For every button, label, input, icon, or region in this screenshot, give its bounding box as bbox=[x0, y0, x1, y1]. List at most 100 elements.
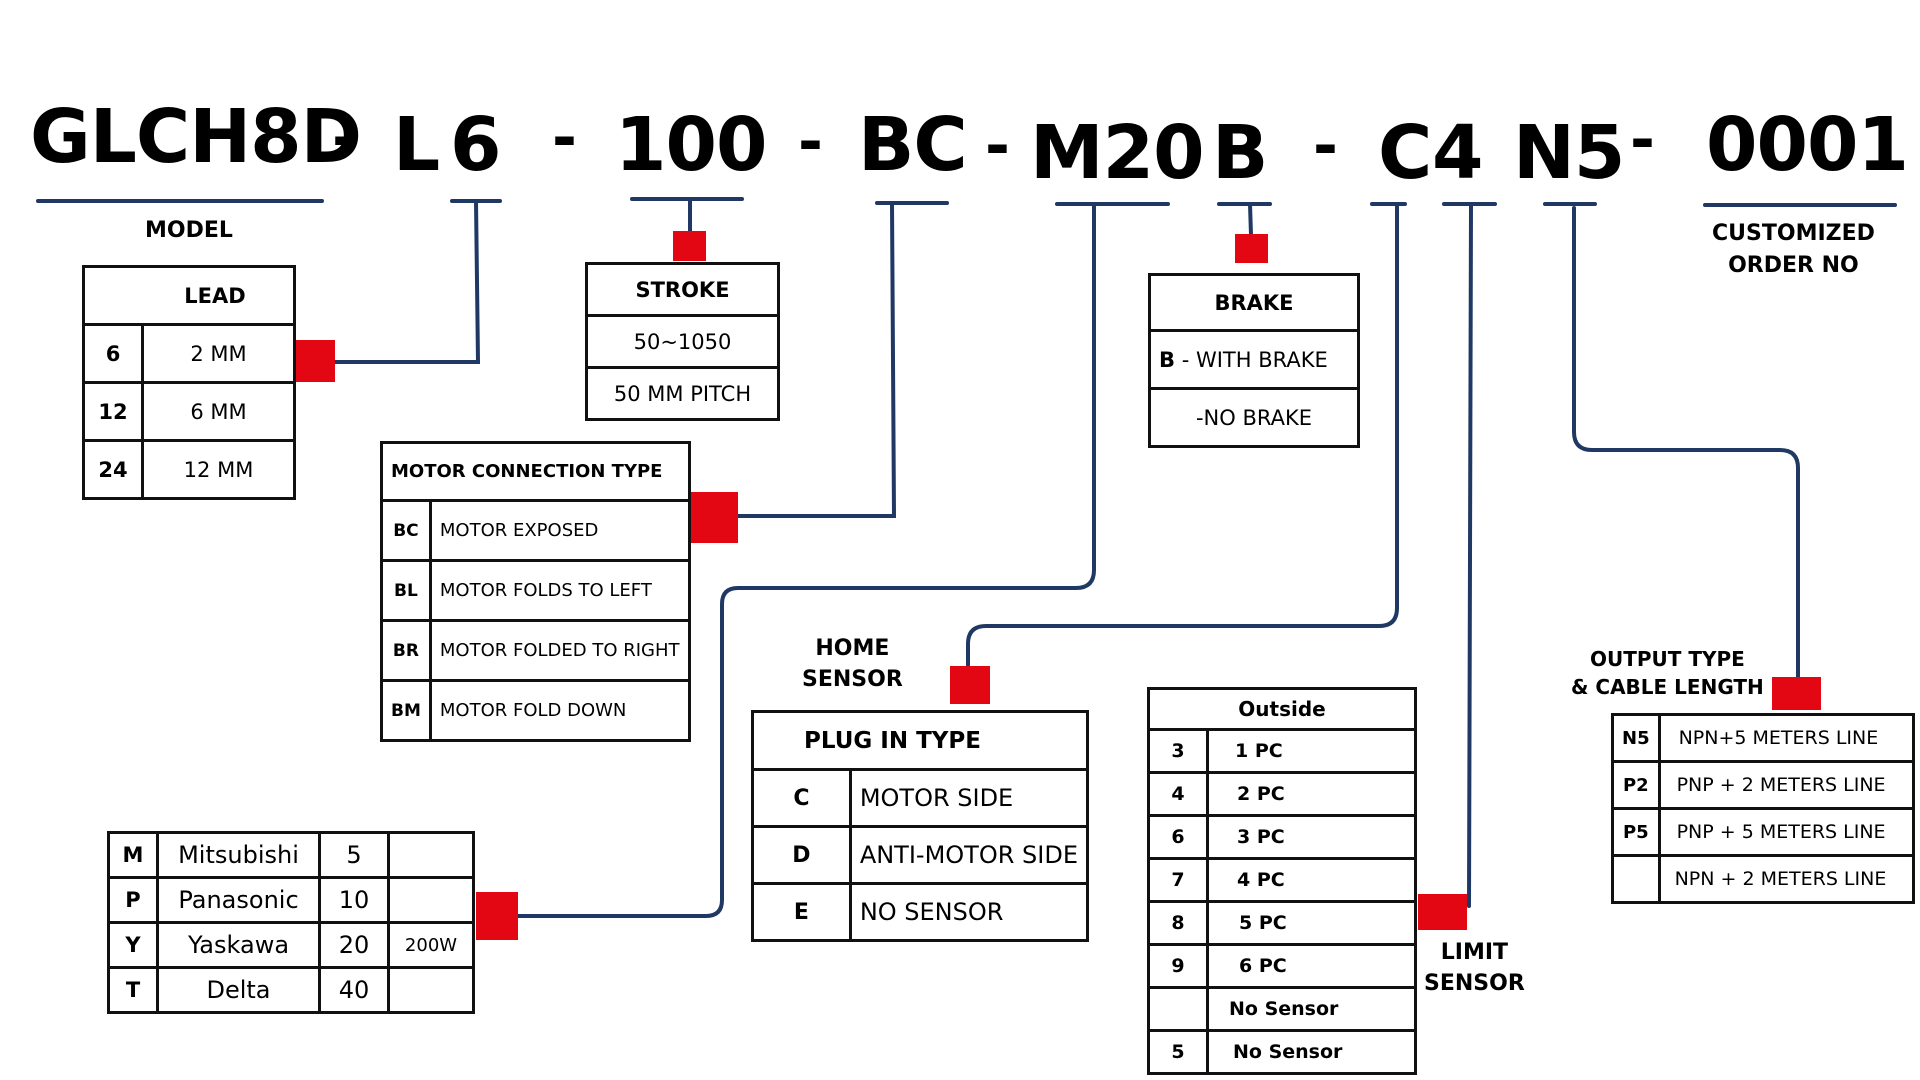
table-row: -NO BRAKE bbox=[1148, 387, 1360, 448]
limit-sensor-label-line2: SENSOR bbox=[1424, 970, 1525, 996]
code-brake: B bbox=[1212, 110, 1268, 196]
stroke-table-title: STROKE bbox=[585, 262, 780, 317]
connector-motor-connection bbox=[689, 492, 738, 543]
plug-in-value: NO SENSOR bbox=[848, 882, 1090, 942]
code-motor-connection: BC bbox=[858, 102, 968, 188]
table-row: 6 2 MM bbox=[82, 323, 296, 384]
motor-brand-power bbox=[387, 966, 475, 1014]
code-model: GLCH8D bbox=[30, 94, 362, 180]
brake-value: - WITH BRAKE bbox=[1175, 347, 1328, 372]
connector-lead bbox=[295, 340, 335, 382]
output-code: N5 bbox=[1611, 713, 1661, 763]
output-value: PNP + 5 METERS LINE bbox=[1657, 807, 1916, 857]
table-row: M Mitsubishi 5 bbox=[107, 831, 475, 879]
table-row: Y Yaskawa 20 200W bbox=[107, 921, 475, 969]
limit-sensor-value: 2 PC bbox=[1206, 771, 1417, 817]
limit-sensor-value: 5 PC bbox=[1206, 900, 1417, 946]
stroke-pitch: 50 MM PITCH bbox=[585, 366, 780, 421]
limit-sensor-code: 5 bbox=[1147, 1029, 1209, 1075]
table-row: 12 6 MM bbox=[82, 381, 296, 442]
brake-table: BRAKE B - WITH BRAKE -NO BRAKE bbox=[1148, 273, 1360, 448]
connector-output bbox=[1772, 677, 1821, 710]
code-stroke: 100 bbox=[615, 102, 767, 188]
connector-plug-in bbox=[950, 666, 990, 704]
motor-connection-value: MOTOR FOLDS TO LEFT bbox=[428, 559, 691, 622]
motor-brand-name: Delta bbox=[156, 966, 321, 1014]
lead-table: LEAD 6 2 MM 12 6 MM 24 12 MM bbox=[82, 265, 296, 500]
motor-brand-power bbox=[387, 876, 475, 924]
table-row: BC MOTOR EXPOSED bbox=[380, 499, 691, 562]
wire-lead bbox=[331, 199, 481, 364]
stroke-range: 50~1050 bbox=[585, 314, 780, 369]
plug-in-value: MOTOR SIDE bbox=[848, 768, 1090, 828]
code-order-no: 0001 bbox=[1706, 102, 1909, 188]
motor-connection-code: BC bbox=[380, 499, 432, 562]
code-plug-in: C bbox=[1378, 110, 1432, 196]
limit-sensor-value: 3 PC bbox=[1206, 814, 1417, 860]
code-separator: - bbox=[332, 103, 357, 173]
motor-brand-size: 40 bbox=[318, 966, 390, 1014]
wire-plug-in bbox=[966, 202, 1399, 670]
motor-connection-title: MOTOR CONNECTION TYPE bbox=[380, 441, 691, 502]
plug-in-code: C bbox=[751, 768, 852, 828]
motor-brand-name: Yaskawa bbox=[156, 921, 321, 969]
code-separator: - bbox=[1313, 111, 1338, 181]
limit-sensor-code: 6 bbox=[1147, 814, 1209, 860]
plug-in-table: PLUG IN TYPE C MOTOR SIDE D ANTI-MOTOR S… bbox=[751, 710, 1090, 942]
output-type-label-line2: & CABLE LENGTH bbox=[1571, 675, 1764, 699]
lead-value: 6 MM bbox=[141, 381, 296, 442]
code-output: N5 bbox=[1513, 110, 1625, 196]
table-row: B - WITH BRAKE bbox=[1148, 329, 1360, 390]
motor-brand-size: 5 bbox=[318, 831, 390, 879]
plug-in-value: ANTI-MOTOR SIDE bbox=[848, 825, 1090, 885]
table-row: 24 12 MM bbox=[82, 439, 296, 500]
motor-brand-power: 200W bbox=[387, 921, 475, 969]
table-row: BM MOTOR FOLD DOWN bbox=[380, 679, 691, 742]
limit-sensor-value: 4 PC bbox=[1206, 857, 1417, 903]
wire-output bbox=[1572, 206, 1800, 680]
lead-value: 12 MM bbox=[141, 439, 296, 500]
table-row: NPN + 2 METERS LINE bbox=[1611, 854, 1916, 904]
code-separator: - bbox=[552, 103, 577, 173]
customized-order-label: CUSTOMIZED ORDER NO bbox=[1712, 218, 1875, 282]
table-row: BL MOTOR FOLDS TO LEFT bbox=[380, 559, 691, 622]
motor-brand-power bbox=[387, 831, 475, 879]
output-type-label-line1: OUTPUT TYPE bbox=[1589, 647, 1745, 671]
code-motor-brand: M20 bbox=[1030, 110, 1205, 196]
customized-order-label-line2: ORDER NO bbox=[1728, 252, 1859, 278]
motor-brand-name: Mitsubishi bbox=[156, 831, 321, 879]
table-row: No Sensor bbox=[1147, 986, 1417, 1032]
lead-code: 12 bbox=[82, 381, 144, 442]
table-row: E NO SENSOR bbox=[751, 882, 1090, 942]
plug-in-table-title: PLUG IN TYPE bbox=[751, 710, 1089, 771]
limit-sensor-code: 3 bbox=[1147, 728, 1209, 774]
connector-stroke bbox=[673, 231, 706, 261]
output-code: P2 bbox=[1611, 760, 1661, 810]
code-lead: 6 bbox=[450, 102, 501, 188]
motor-connection-code: BM bbox=[380, 679, 432, 742]
brake-table-title: BRAKE bbox=[1148, 273, 1360, 332]
connector-brake bbox=[1235, 234, 1268, 263]
limit-sensor-code: 4 bbox=[1147, 771, 1209, 817]
connector-limit-sensor bbox=[1418, 894, 1467, 930]
lead-value: 2 MM bbox=[141, 323, 296, 384]
table-row: P Panasonic 10 bbox=[107, 876, 475, 924]
limit-sensor-code: 9 bbox=[1147, 943, 1209, 989]
limit-sensor-value: No Sensor bbox=[1206, 986, 1417, 1032]
table-row: 50~1050 bbox=[585, 314, 780, 369]
motor-brand-code: P bbox=[107, 876, 159, 924]
code-separator: - bbox=[985, 111, 1010, 181]
customized-order-label-line1: CUSTOMIZED bbox=[1712, 221, 1875, 246]
output-value: NPN + 2 METERS LINE bbox=[1657, 854, 1916, 904]
code-separator: - bbox=[798, 107, 823, 177]
